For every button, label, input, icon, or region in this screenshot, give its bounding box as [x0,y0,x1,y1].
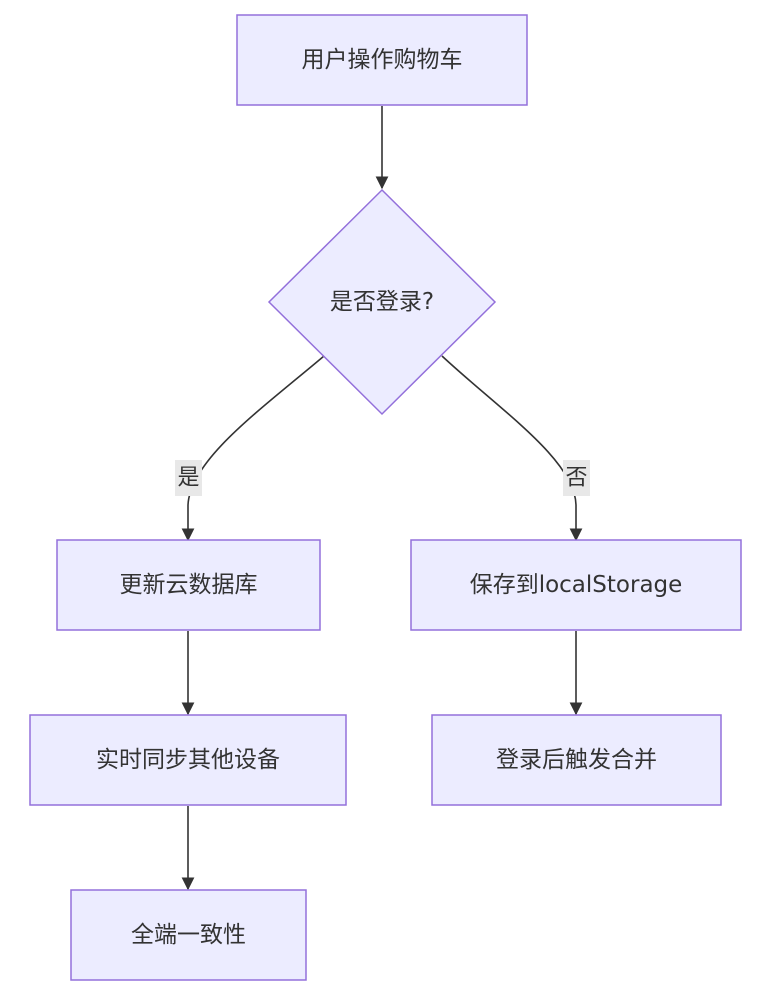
node-merge-after-login: 登录后触发合并 [431,714,722,806]
edge-label-yes-text: 是 [177,466,199,491]
edge-label-yes: 是 [175,460,202,496]
node-start: 用户操作购物车 [236,14,528,106]
node-save-local: 保存到localStorage [410,539,742,631]
node-save-local-label: 保存到localStorage [470,572,683,598]
node-update-cloud-label: 更新云数据库 [120,572,258,598]
edge-label-no: 否 [563,460,590,496]
node-consistency-label: 全端一致性 [131,922,246,948]
node-update-cloud: 更新云数据库 [56,539,321,631]
node-realtime-sync: 实时同步其他设备 [29,714,347,806]
node-decision: 是否登录? [267,188,497,416]
edge-decision-no [441,355,583,542]
edge-decision-yes [181,355,325,542]
edge-label-no-text: 否 [565,466,587,491]
node-merge-after-login-label: 登录后触发合并 [496,747,657,773]
node-consistency: 全端一致性 [70,889,307,981]
node-start-label: 用户操作购物车 [302,47,463,73]
node-decision-label: 是否登录? [330,289,434,315]
node-realtime-sync-label: 实时同步其他设备 [96,747,280,773]
